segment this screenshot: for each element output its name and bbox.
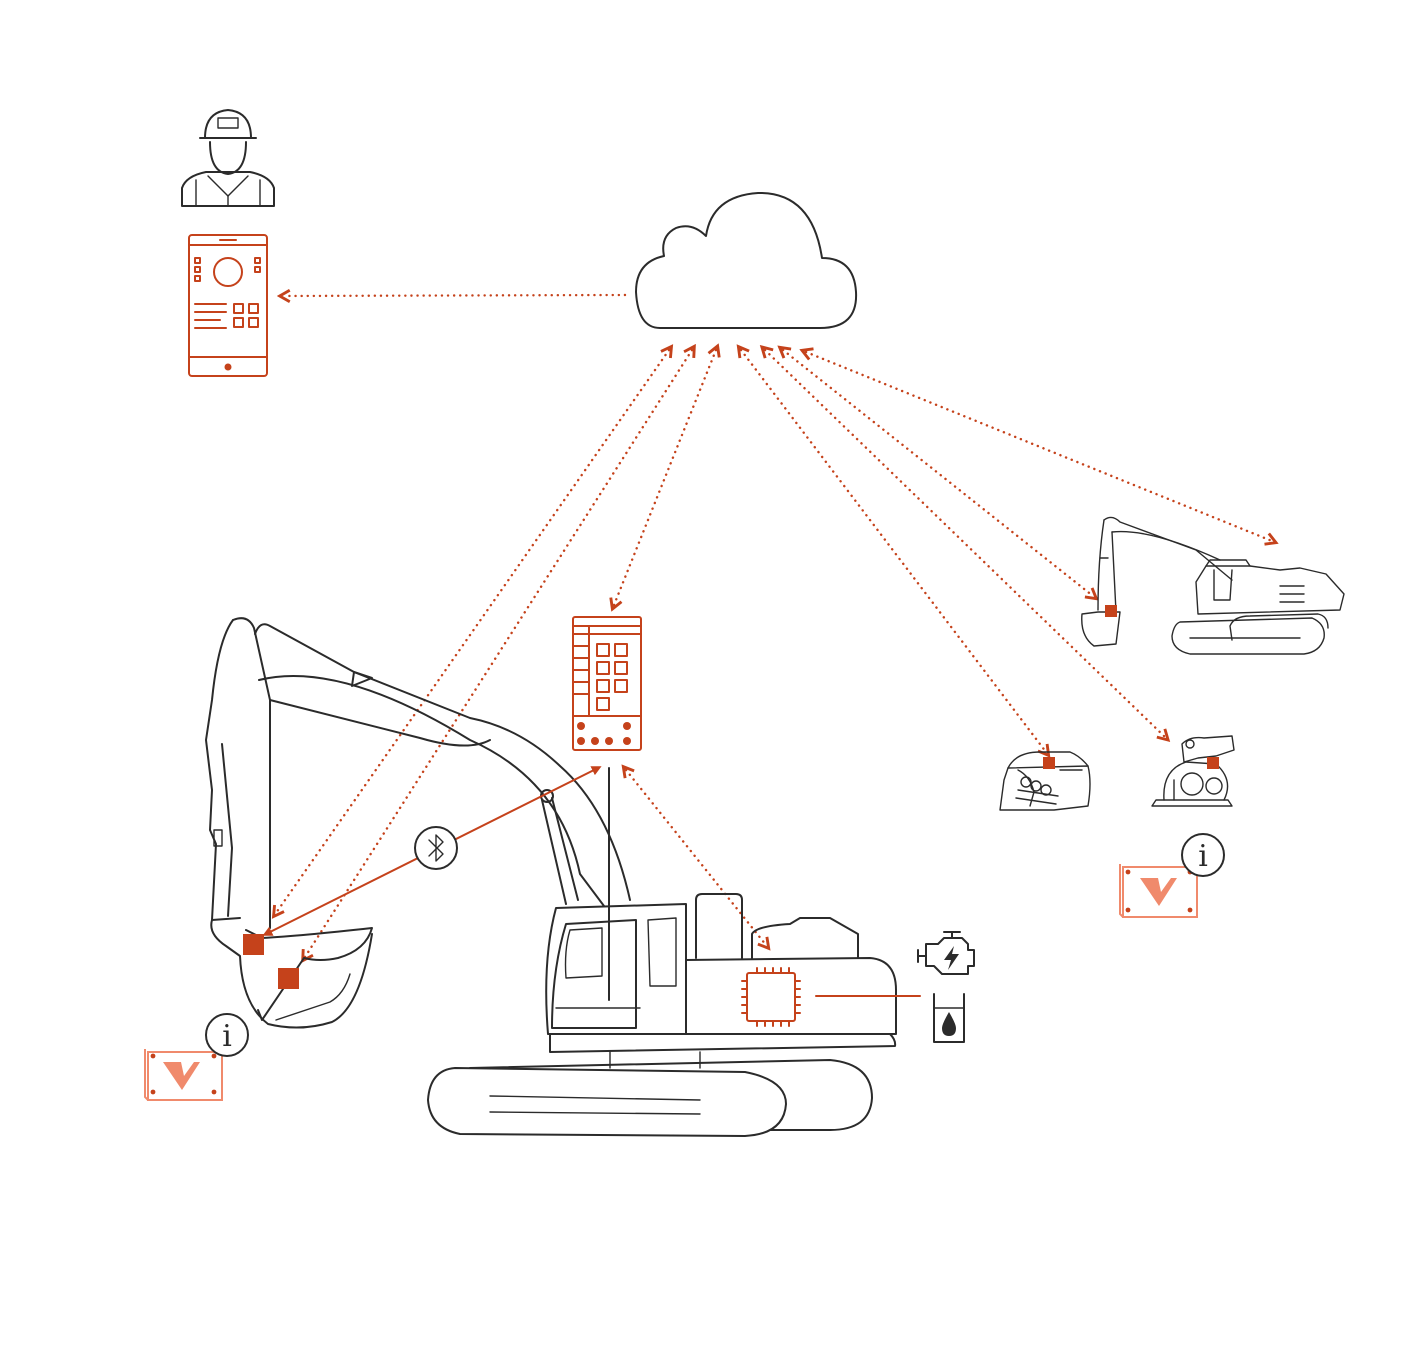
brand-logo-v-icon [1140,878,1177,906]
info-icon[interactable]: i [205,1013,249,1057]
cloud-to-phone-link [276,288,627,303]
bluetooth-icon [414,826,458,870]
ecu-chip-icon [741,967,921,1027]
oil-level-icon [933,993,965,1043]
brand-logo-v-icon [163,1062,200,1090]
plate-compactor-attachment [1151,735,1235,807]
info-label-right: i [1198,839,1208,874]
construction-worker-icon [181,109,275,207]
engine-warning-icon [917,931,975,975]
smartphone-app-icon [188,234,268,377]
screening-bucket-attachment [999,751,1091,811]
cloud-device-links [271,343,1279,964]
attachment-sensor-bucket [1043,757,1055,769]
main-excavator [205,617,897,1137]
info-label-left: i [222,1019,232,1054]
brand-badge-left [144,1049,223,1101]
telematics-gateway-icon [572,616,642,751]
bucket-sensor-1 [243,934,264,955]
attachment-sensor-excavator [1105,605,1117,617]
attachment-sensor-compactor [1207,757,1219,769]
brand-badge-right [1119,864,1198,918]
bucket-sensor-2 [278,968,299,989]
secondary-excavator [1081,516,1345,655]
cloud-icon [635,191,858,329]
info-icon[interactable]: i [1181,833,1225,877]
